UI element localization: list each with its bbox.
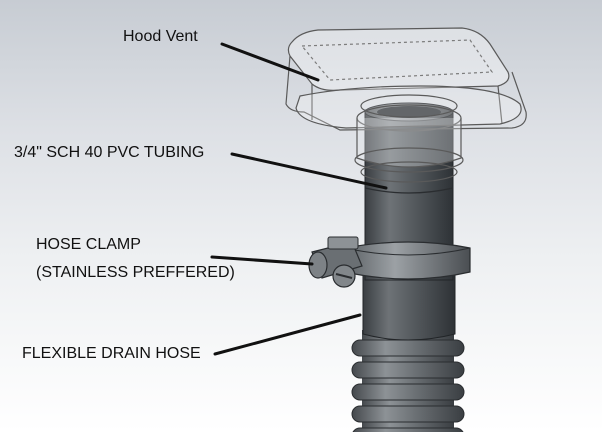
label-hood-vent: Hood Vent <box>123 28 198 45</box>
hose-rib <box>351 361 465 379</box>
hose-rib <box>351 339 465 357</box>
leader-pvc-tubing <box>230 152 388 190</box>
hose-sleeve <box>362 269 456 341</box>
leader-hose-clamp <box>210 255 314 266</box>
hose-rib <box>352 427 464 432</box>
label-hose-clamp: HOSE CLAMP <box>36 236 141 253</box>
leader-drain-hose <box>213 313 362 356</box>
label-flexible-drain-hose: FLEXIBLE DRAIN HOSE <box>22 345 201 362</box>
label-pvc-tubing: 3/4" SCH 40 PVC TUBING <box>14 144 205 161</box>
leader-hood-vent <box>220 42 320 82</box>
hose-rib <box>351 383 465 401</box>
clamp-screw-housing <box>308 236 363 288</box>
hood-vent <box>285 27 527 183</box>
label-hose-clamp-note: (STAINLESS PREFFERED) <box>36 264 235 281</box>
leader-lines <box>210 42 388 356</box>
hose-clamp <box>308 236 471 288</box>
hose-rib <box>351 405 465 423</box>
flexible-drain-hose <box>351 330 465 432</box>
